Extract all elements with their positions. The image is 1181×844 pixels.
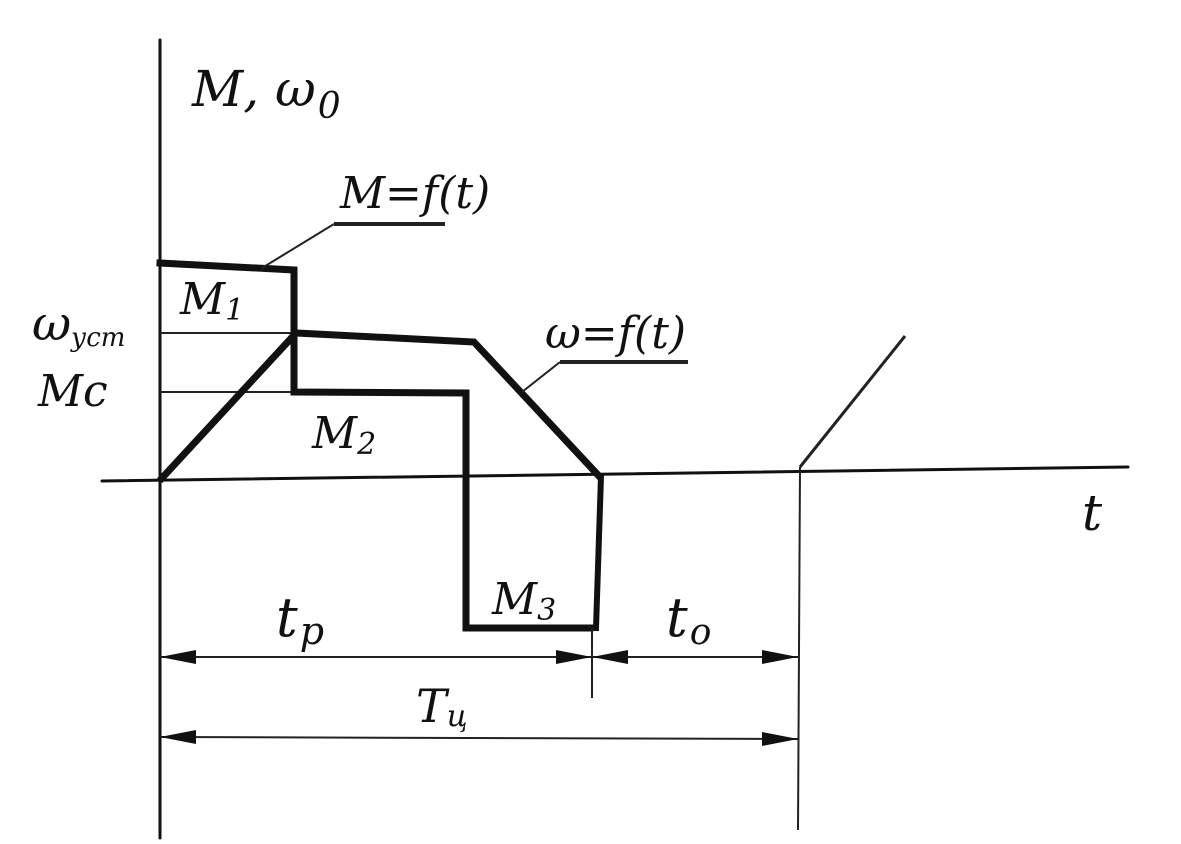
t-cycle-arrow-left bbox=[160, 730, 196, 744]
t-cycle-dimension-line bbox=[159, 736, 799, 740]
m2-label: M2 bbox=[311, 408, 376, 462]
t-work-arrow-left bbox=[160, 650, 196, 664]
torque-label-leader bbox=[261, 223, 335, 269]
y-axis-label: M, ω0 bbox=[191, 60, 341, 127]
x-axis-label: t bbox=[1082, 484, 1103, 542]
cycle-end-boundary bbox=[797, 466, 801, 831]
t-work-arrow-right bbox=[556, 650, 592, 664]
torque-curve bbox=[156, 259, 594, 632]
t-cycle-arrow-right bbox=[762, 732, 798, 746]
t-cycle-label: Tц bbox=[416, 679, 468, 734]
t-off-label: tо bbox=[666, 586, 711, 653]
x-axis bbox=[100, 465, 1130, 483]
next-cycle-start-line bbox=[798, 335, 907, 468]
t-off-arrow-right bbox=[762, 650, 798, 664]
torque-curve-label: M=f(t) bbox=[339, 168, 490, 219]
speed-label-leader bbox=[521, 361, 561, 393]
t-off-arrow-left bbox=[592, 650, 628, 664]
omega-steady-label: ωуст bbox=[32, 296, 125, 353]
speed-curve-label: ω=f(t) bbox=[545, 308, 686, 359]
m3-label: M3 bbox=[491, 574, 556, 628]
torque-curve-tail bbox=[592, 472, 605, 632]
t-work-label: tр bbox=[276, 586, 324, 653]
speed-curve bbox=[157, 329, 603, 483]
mc-label: Mc bbox=[37, 366, 108, 417]
m1-label: M1 bbox=[179, 274, 244, 328]
